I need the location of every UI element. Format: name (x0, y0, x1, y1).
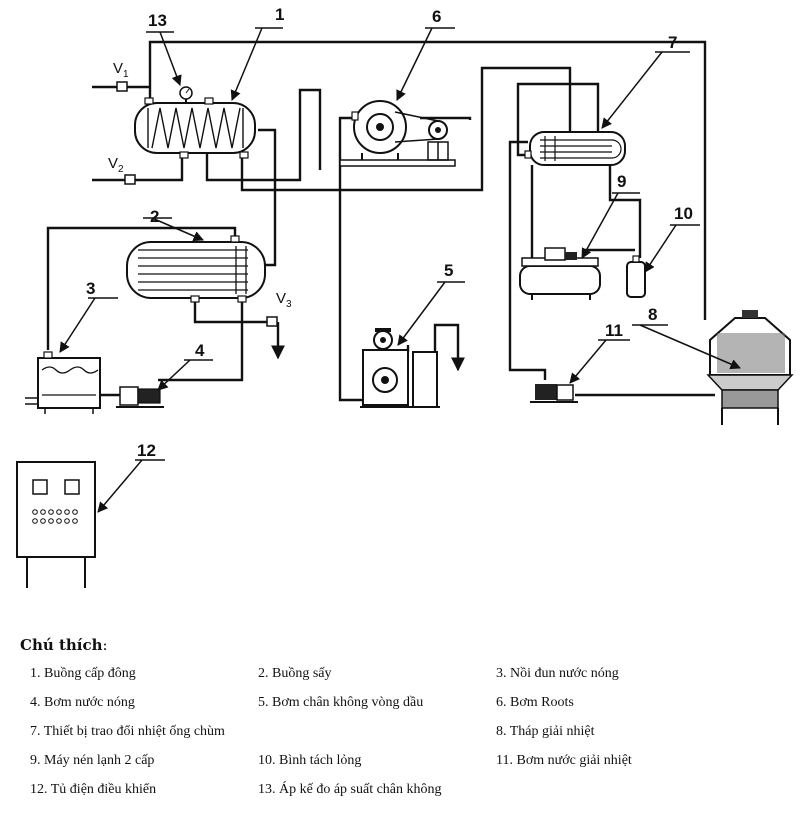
legend-item-11: 11. Bơm nước giải nhiệt (496, 753, 632, 768)
callout-13: 13 (148, 11, 167, 30)
callout-8: 8 (648, 305, 657, 324)
cooling-water-pump (530, 384, 578, 403)
legend-item-5: 5. Bơm chân không vòng dầu (258, 695, 424, 710)
drying-chamber (126, 235, 266, 303)
legend-item-13: 13. Áp kế đo áp suất chân không (258, 782, 442, 797)
valve-v2 (124, 174, 136, 185)
callout-5: 5 (444, 261, 453, 280)
legend-item-3: 3. Nồi đun nước nóng (496, 666, 619, 681)
callout-12: 12 (137, 441, 156, 460)
callout-9: 9 (617, 172, 626, 191)
freezing-chamber (134, 97, 256, 159)
callout-11: 11 (605, 321, 623, 340)
cooling-tower (706, 310, 794, 425)
legend-item-9: 9. Máy nén lạnh 2 cấp (30, 753, 155, 768)
pipes (46, 40, 715, 402)
callout-4: 4 (195, 341, 205, 360)
hot-water-pump (116, 386, 164, 408)
callout-leaders (59, 27, 741, 513)
legend-item-12: 12. Tủ điện điều khiển (30, 782, 157, 797)
callout-1: 1 (275, 5, 284, 24)
legend-item-7: 7. Thiết bị trao đổi nhiệt ống chùm (30, 724, 225, 739)
callout-3: 3 (86, 279, 95, 298)
valve-v3 (266, 316, 278, 327)
control-cabinet (16, 461, 96, 588)
legend: Chú thích: 1. Buồng cấp đông 2. Buồng sấ… (0, 628, 800, 828)
oil-ring-vacuum-pump (360, 328, 440, 408)
callout-6: 6 (432, 7, 441, 26)
vacuum-gauge (179, 86, 193, 102)
legend-title: Chú thích: (20, 636, 108, 654)
callout-2: 2 (150, 207, 159, 226)
legend-item-2: 2. Buồng sấy (258, 666, 332, 681)
shell-tube-heat-exchanger (524, 131, 626, 166)
roots-pump (339, 100, 456, 167)
valve-v1-label: V1 (113, 60, 129, 80)
legend-item-8: 8. Tháp giải nhiệt (496, 724, 595, 739)
callout-7: 7 (668, 33, 677, 52)
hot-water-boiler (25, 351, 101, 414)
two-stage-compressor (519, 247, 601, 300)
legend-item-4: 4. Bơm nước nóng (30, 695, 135, 710)
legend-item-10: 10. Bình tách lỏng (258, 753, 362, 768)
liquid-separator (626, 255, 646, 298)
valve-v3-label: V3 (276, 290, 292, 310)
legend-item-1: 1. Buồng cấp đông (30, 666, 136, 681)
valve-v1 (116, 81, 128, 92)
valve-v2-label: V2 (108, 155, 124, 175)
process-diagram: 1 2 3 4 5 6 7 8 9 10 11 12 13 V1 V2 V3 (16, 5, 794, 588)
legend-item-6: 6. Bơm Roots (496, 695, 574, 710)
callout-10: 10 (674, 204, 693, 223)
